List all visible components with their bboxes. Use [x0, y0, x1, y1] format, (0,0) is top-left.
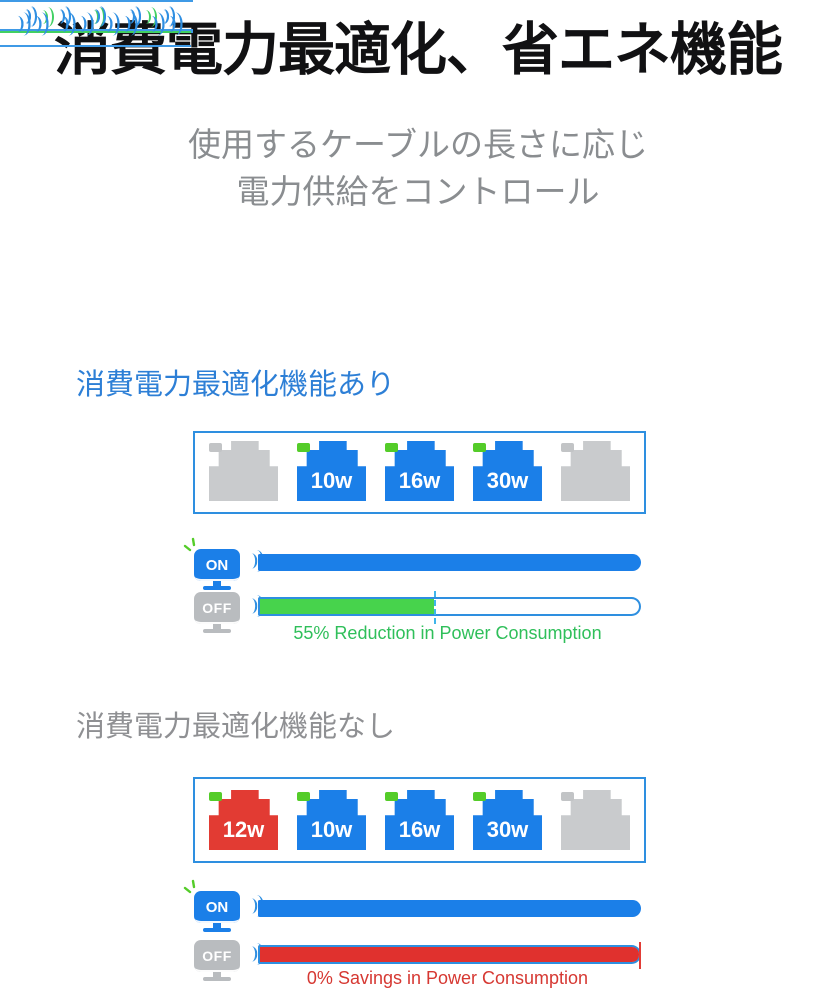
power-bar-on-full [258, 554, 641, 571]
monitor-on-icon: ON [183, 537, 240, 590]
port-led-icon [209, 792, 222, 801]
power-bar-off-track [258, 591, 641, 624]
ethernet-port-16w: 16w [385, 441, 454, 501]
signal-wave-icon [28, 11, 49, 36]
reduction-caption: 55% Reduction in Power Consumption [293, 623, 602, 643]
section-heading-with-optimization: 消費電力最適化機能あり [76, 369, 396, 401]
power-bar-full-fill [260, 947, 639, 962]
cable-output-section2 [0, 0, 191, 47]
monitor-base [203, 629, 231, 633]
monitor-on-label: ON [194, 549, 240, 581]
port-led-icon [385, 443, 398, 452]
signal-wave-icon [118, 11, 139, 36]
savings-caption: 0% Savings in Power Consumption [306, 968, 589, 988]
monitor-off-icon: OFF [194, 592, 240, 633]
monitor-on-label: ON [194, 891, 240, 923]
ethernet-port-10w: 10w [297, 441, 366, 501]
ethernet-port-10w: 10w [297, 790, 366, 850]
subtitle-line-1: 使用するケーブルの長さに応じ [187, 126, 649, 163]
zero-savings-tick-marker [639, 942, 641, 969]
monitor-neck [213, 972, 221, 977]
signal-wave-pair [100, 11, 139, 36]
switch-diagram-unoptimized: 12w 10w 16w 30w [193, 777, 646, 863]
ethernet-port-idle [561, 441, 630, 501]
power-bar-on-full [258, 900, 641, 917]
signal-wave-icon [55, 11, 76, 36]
monitor-off-label: OFF [194, 940, 240, 972]
monitor-off-icon: OFF [194, 940, 240, 981]
monitor-neck [213, 581, 221, 586]
page-subtitle: 使用するケーブルの長さに応じ 電力供給をコントロール [0, 121, 836, 215]
ethernet-port-30w: 30w [473, 790, 542, 850]
signal-wave-pair [10, 11, 49, 36]
switch-diagram-optimized: 10w 16w 30w [193, 431, 646, 514]
ethernet-port-16w: 16w [385, 790, 454, 850]
port-led-icon [297, 792, 310, 801]
signal-wave-icon [100, 11, 121, 36]
monitor-off-label: OFF [194, 592, 240, 624]
signal-wave-icon [163, 11, 183, 36]
monitor-on-icon: ON [183, 879, 240, 932]
port-wattage-label: 30w [473, 441, 542, 501]
port-led-icon [209, 443, 222, 452]
signal-wave-icon [73, 11, 94, 36]
ethernet-port-12w-overload: 12w [209, 790, 278, 850]
port-led-icon [297, 443, 310, 452]
ethernet-port-30w: 30w [473, 441, 542, 501]
port-led-icon [385, 792, 398, 801]
port-led-icon [473, 443, 486, 452]
port-led-icon [473, 792, 486, 801]
power-spark-icon [183, 879, 196, 894]
section-heading-without-optimization: 消費電力最適化機能なし [76, 711, 396, 743]
signal-wave-icon [145, 11, 165, 36]
monitor-neck [213, 624, 221, 629]
monitor-base [203, 928, 231, 932]
monitor-base [203, 586, 231, 590]
signal-wave-icon [10, 11, 31, 36]
port-wattage-label: 30w [473, 790, 542, 850]
ethernet-port-idle [561, 790, 630, 850]
power-bar-off-track [258, 942, 641, 969]
port-led-icon [561, 792, 574, 801]
ethernet-port-idle [209, 441, 278, 501]
signal-wave-pair [145, 11, 183, 36]
subtitle-line-2: 電力供給をコントロール [236, 173, 600, 210]
signal-wave-pair [55, 11, 94, 36]
power-spark-icon [183, 537, 196, 552]
port-led-icon [561, 443, 574, 452]
power-bar-reduced-fill [260, 599, 435, 614]
monitor-neck [213, 923, 221, 928]
reduction-tick-marker [434, 591, 437, 624]
monitor-base [203, 977, 231, 981]
